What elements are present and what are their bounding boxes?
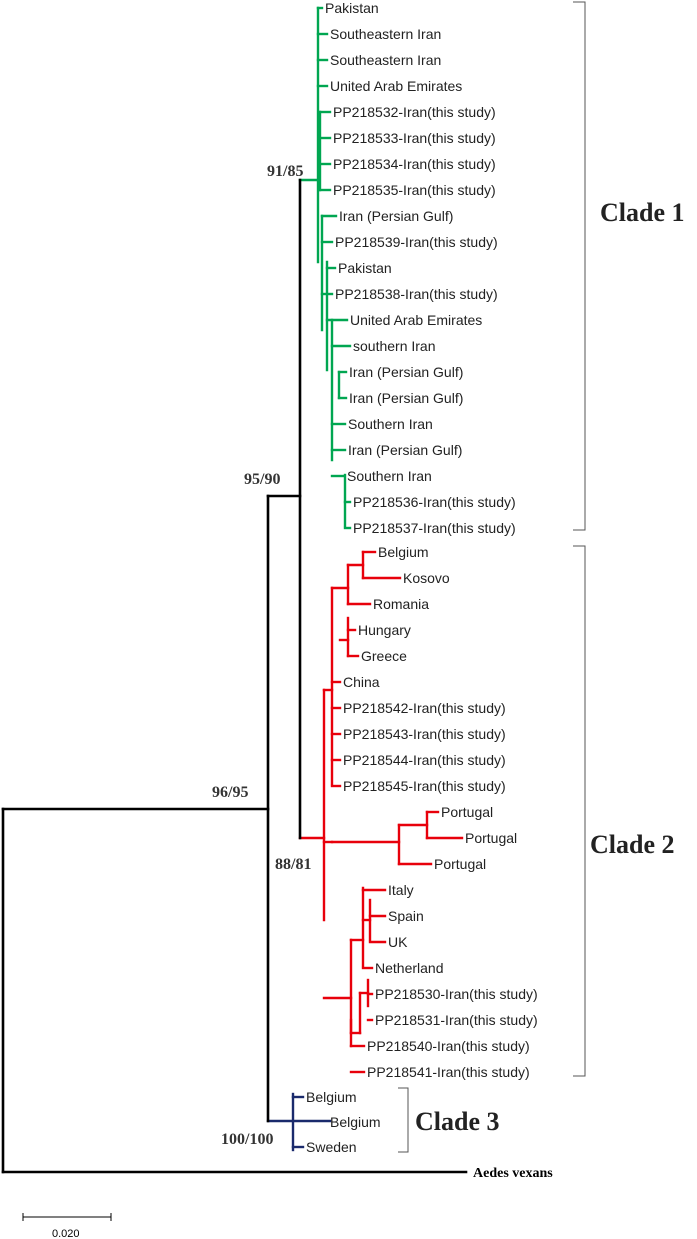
clade2-taxon-label: PP218530-Iran(this study) (375, 986, 538, 1002)
clade1-taxon-label: Pakistan (338, 260, 392, 276)
clade2-taxon-label: Portugal (465, 830, 517, 846)
clade3-label: Clade 3 (415, 1107, 500, 1136)
clade2-taxon-label: UK (388, 934, 408, 950)
support-clade3: 100/100 (221, 1131, 273, 1148)
support-ingroup: 95/90 (244, 471, 280, 488)
clade2-bracket (573, 545, 586, 1077)
clade1-taxon-label: Southern Iran (348, 416, 433, 432)
clade1-taxon-label: United Arab Emirates (330, 78, 462, 94)
clade1-taxon-label: Iran (Persian Gulf) (349, 390, 463, 406)
clade2-taxon-label: Belgium (378, 544, 429, 560)
clade1-taxon-label: Iran (Persian Gulf) (349, 364, 463, 380)
clade1-taxon-label: PP218537-Iran(this study) (353, 520, 516, 536)
clade1-taxon-label: Iran (Persian Gulf) (339, 208, 453, 224)
support-root: 96/95 (212, 784, 248, 801)
clade2-taxon-label: Netherland (375, 960, 444, 976)
clade1-taxon-label: United Arab Emirates (350, 312, 482, 328)
clade2-taxon-label: Greece (361, 648, 407, 664)
clade1-taxon-label: Southeastern Iran (330, 26, 441, 42)
clade2-taxon-label: Spain (388, 908, 424, 924)
clade1-taxon-label: Pakistan (325, 0, 379, 16)
clade2-taxon-label: PP218540-Iran(this study) (367, 1038, 530, 1054)
clade2-taxon-label: Portugal (434, 856, 486, 872)
outgroup-label: Aedes vexans (473, 1166, 553, 1181)
clade1-taxon-label: PP218532-Iran(this study) (333, 104, 496, 120)
clade3-taxon-label: Belgium (306, 1089, 357, 1105)
clade1-bracket (573, 1, 586, 531)
clade1-taxon-label: southern Iran (353, 338, 436, 354)
clade1-taxon-label: PP218538-Iran(this study) (335, 286, 498, 302)
clade1-taxon-label: PP218539-Iran(this study) (335, 234, 498, 250)
clade2-taxon-label: Hungary (358, 622, 411, 638)
support-clade1: 91/85 (267, 163, 303, 180)
clade3-taxon-label: Sweden (306, 1139, 357, 1155)
clade2-taxon-label: PP218541-Iran(this study) (367, 1064, 530, 1080)
support-clade2: 88/81 (275, 856, 311, 873)
clade2-taxon-label: PP218531-Iran(this study) (375, 1012, 538, 1028)
clade1-taxon-label: PP218536-Iran(this study) (353, 494, 516, 510)
clade2-taxon-label: Kosovo (403, 570, 450, 586)
clade1-taxon-label: PP218535-Iran(this study) (333, 182, 496, 198)
clade2-taxon-label: PP218542-Iran(this study) (343, 700, 506, 716)
clade2-taxon-label: PP218543-Iran(this study) (343, 726, 506, 742)
clade1-taxon-label: PP218534-Iran(this study) (333, 156, 496, 172)
clade1-label: Clade 1 (600, 198, 685, 227)
clade1-taxon-label: PP218533-Iran(this study) (333, 130, 496, 146)
clade1-taxon-label: Southeastern Iran (330, 52, 441, 68)
clade2-label: Clade 2 (590, 830, 675, 859)
clade2-taxon-label: Italy (388, 882, 414, 898)
tree-branches (1, 6, 468, 1174)
scale-bar-label: 0.020 (52, 1228, 80, 1239)
clade2-taxon-label: PP218545-Iran(this study) (343, 778, 506, 794)
clade2-taxon-label: Romania (373, 596, 429, 612)
clade2-taxon-label: Portugal (441, 804, 493, 820)
clade1-taxon-label: Southern Iran (347, 468, 432, 484)
clade1-taxon-label: Iran (Persian Gulf) (348, 442, 462, 458)
clade3-taxon-label: Belgium (330, 1114, 381, 1130)
clade3-bracket (398, 1087, 409, 1153)
clade2-taxon-label: PP218544-Iran(this study) (343, 752, 506, 768)
clade2-taxon-label: China (343, 674, 380, 690)
